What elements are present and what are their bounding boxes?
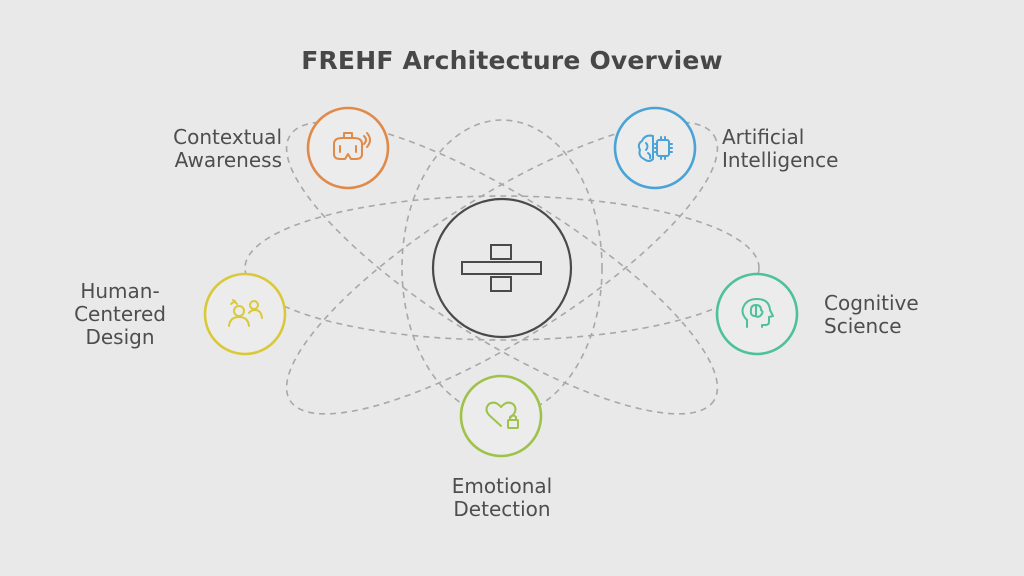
vr-headset-icon bbox=[333, 132, 371, 160]
node-circle bbox=[203, 272, 287, 356]
orbit-vertical bbox=[401, 119, 603, 417]
node-circle bbox=[459, 374, 543, 458]
label-cognitive-science: Cognitive Science bbox=[824, 291, 919, 338]
label-artificial-intelligence: Artificial Intelligence bbox=[722, 125, 839, 172]
label-contextual-awareness: Contextual Awareness bbox=[173, 125, 282, 172]
heart-lock-icon bbox=[485, 401, 519, 429]
people-icon bbox=[228, 299, 263, 327]
division-icon bbox=[461, 244, 542, 292]
brain-chip-icon bbox=[637, 134, 673, 162]
orbit-horizontal bbox=[244, 195, 760, 341]
head-brain-icon bbox=[741, 298, 774, 328]
node-emotional-detection bbox=[459, 374, 543, 458]
center-hub bbox=[431, 197, 573, 339]
node-contextual-awareness bbox=[306, 106, 390, 190]
node-human-centered-design bbox=[203, 272, 287, 356]
orbit-group bbox=[244, 119, 760, 417]
orbit-diagonal-a bbox=[285, 121, 719, 415]
label-emotional-detection: Emotional Detection bbox=[451, 474, 553, 521]
label-human-centered-design: Human- Centered Design bbox=[74, 279, 166, 349]
node-circle bbox=[306, 106, 390, 190]
page-title: FREHF Architecture Overview bbox=[301, 46, 723, 75]
node-cognitive-science bbox=[715, 272, 799, 356]
center-circle bbox=[431, 197, 573, 339]
orbit-diagonal-b bbox=[285, 121, 719, 415]
node-artificial-intelligence bbox=[613, 106, 697, 190]
